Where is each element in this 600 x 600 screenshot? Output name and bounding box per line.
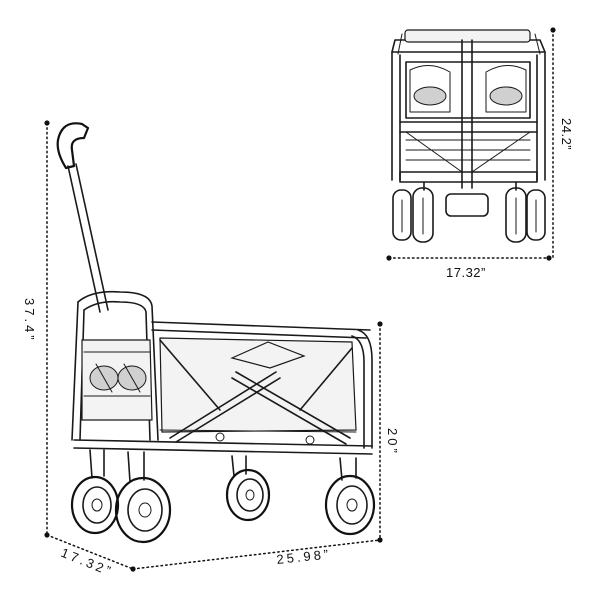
side-handle-height-dimension: 37.4” <box>22 120 50 538</box>
rear-wheel-right <box>114 476 172 544</box>
front-height-dimension: 24.2” <box>550 27 574 259</box>
side-view-wagon <box>56 122 376 544</box>
side-handle-height-label: 37.4” <box>22 298 37 343</box>
front-wheel-right <box>324 474 376 536</box>
side-body-height-label: 20” <box>385 428 400 456</box>
rear-wheel-left <box>70 475 120 535</box>
side-length-dimension: 25.98” <box>130 539 381 572</box>
side-body-height-dimension: 20” <box>377 321 400 543</box>
side-width-label: 17.32” <box>59 545 115 579</box>
front-wheel-left <box>225 468 271 522</box>
side-width-dimension: 17.32” <box>46 534 134 579</box>
front-width-dimension: 17.32” <box>386 255 552 280</box>
side-length-label: 25.98” <box>276 546 332 567</box>
front-width-label: 17.32” <box>446 265 486 280</box>
front-height-label: 24.2” <box>559 118 574 150</box>
front-view-wagon <box>391 29 546 243</box>
